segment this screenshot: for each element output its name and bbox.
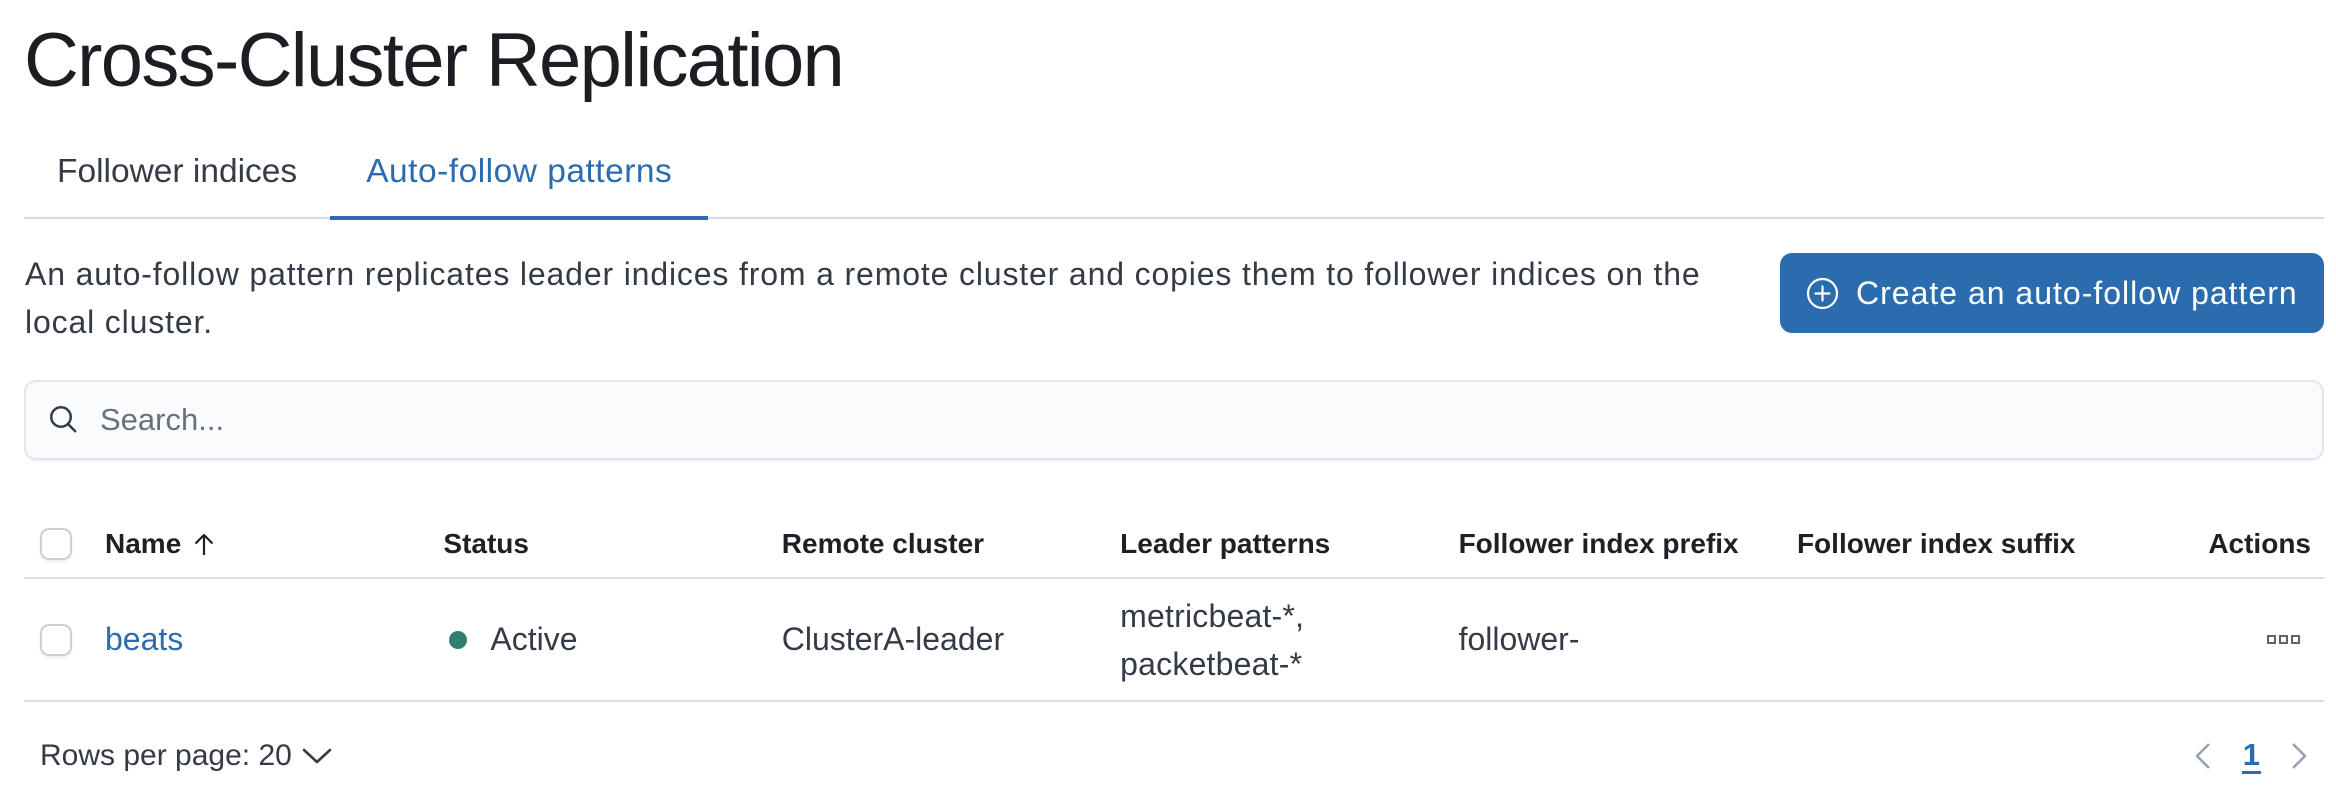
column-header-name[interactable]: Name xyxy=(88,528,426,560)
leader-patterns-cell: metricbeat-*, packetbeat-* xyxy=(1120,597,1305,682)
status-cell: Active xyxy=(426,621,764,658)
row-actions-button[interactable] xyxy=(2267,635,2300,644)
tab-bar: Follower indices Auto-follow patterns xyxy=(24,133,2324,220)
pattern-name-link[interactable]: beats xyxy=(105,621,184,657)
table-row: beats Active ClusterA-leader metricbeat-… xyxy=(24,579,2324,702)
column-header-remote-cluster[interactable]: Remote cluster xyxy=(781,528,985,559)
column-header-follower-index-prefix[interactable]: Follower index prefix xyxy=(1458,528,1739,559)
table-header-row: Name Status Remote cluster Leader patter… xyxy=(24,517,2324,579)
remote-cluster-cell: ClusterA-leader xyxy=(781,621,1005,657)
column-header-actions: Actions xyxy=(2208,528,2311,559)
page-description: An auto-follow pattern replicates leader… xyxy=(25,256,1701,340)
plus-in-circle-icon xyxy=(1806,277,1839,309)
status-active-dot-icon xyxy=(449,630,468,649)
rows-per-page-button[interactable]: Rows per page: 20 xyxy=(40,739,334,773)
chevron-down-icon xyxy=(302,748,332,763)
row-checkbox[interactable] xyxy=(40,623,72,656)
create-auto-follow-pattern-button[interactable]: Create an auto-follow pattern xyxy=(1780,253,2324,333)
column-header-leader-patterns[interactable]: Leader patterns xyxy=(1120,528,1331,559)
previous-page-button[interactable] xyxy=(2195,742,2211,770)
page-title: Cross-Cluster Replication xyxy=(24,18,845,103)
status-label: Active xyxy=(490,621,578,657)
page-1-button[interactable]: 1 xyxy=(2241,737,2261,774)
next-page-button[interactable] xyxy=(2291,742,2307,770)
tab-follower-indices[interactable]: Follower indices xyxy=(57,152,298,190)
chevron-left-icon xyxy=(2195,742,2210,769)
search-icon xyxy=(50,405,77,432)
chevron-right-icon xyxy=(2292,742,2307,769)
column-header-follower-index-suffix[interactable]: Follower index suffix xyxy=(1796,528,2076,559)
sort-ascending-arrow-icon xyxy=(194,533,214,555)
pagination: 1 xyxy=(2195,737,2324,774)
follower-index-prefix-cell: follower- xyxy=(1458,621,1580,657)
create-button-label: Create an auto-follow pattern xyxy=(1856,274,2298,311)
intro-row: An auto-follow pattern replicates leader… xyxy=(25,250,2324,346)
auto-follow-patterns-table: Name Status Remote cluster Leader patter… xyxy=(24,517,2324,702)
column-header-status[interactable]: Status xyxy=(443,528,529,559)
search-input[interactable] xyxy=(100,382,2322,458)
tab-auto-follow-patterns[interactable]: Auto-follow patterns xyxy=(330,154,709,220)
search-bar xyxy=(24,380,2324,460)
select-all-checkbox[interactable] xyxy=(40,528,72,560)
boxes-horizontal-icon xyxy=(2267,635,2276,644)
table-pagination-bar: Rows per page: 20 1 xyxy=(24,711,2324,800)
